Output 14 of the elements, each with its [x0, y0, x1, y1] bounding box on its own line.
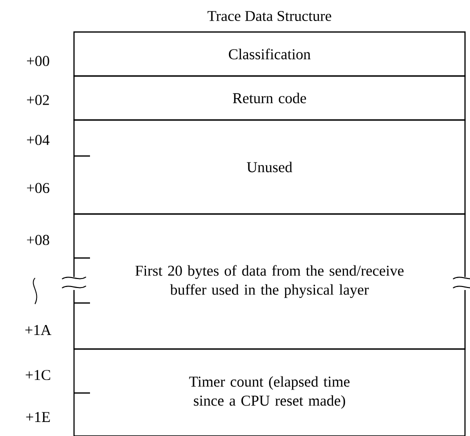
- offset-label: +1A: [25, 325, 52, 335]
- field-row: Timer count (elapsed time since a CPU reset made): [73, 348, 466, 436]
- offset-label: +06: [27, 182, 50, 194]
- field-row: First 20 bytes of data from the send/receive buffer used in the physical layer: [73, 213, 466, 350]
- field-row: Unused: [73, 119, 466, 215]
- offset-label: +1C: [26, 370, 50, 380]
- field-row: Return code: [73, 75, 466, 121]
- offset-label: +1E: [26, 412, 50, 422]
- offset-label: +00: [27, 56, 50, 66]
- offset-label: +08: [27, 234, 50, 246]
- title: Trace Data Structure: [208, 10, 332, 22]
- field-row: Classification: [73, 31, 466, 77]
- offset-label: +04: [27, 134, 50, 146]
- offset-label: +02: [27, 94, 49, 106]
